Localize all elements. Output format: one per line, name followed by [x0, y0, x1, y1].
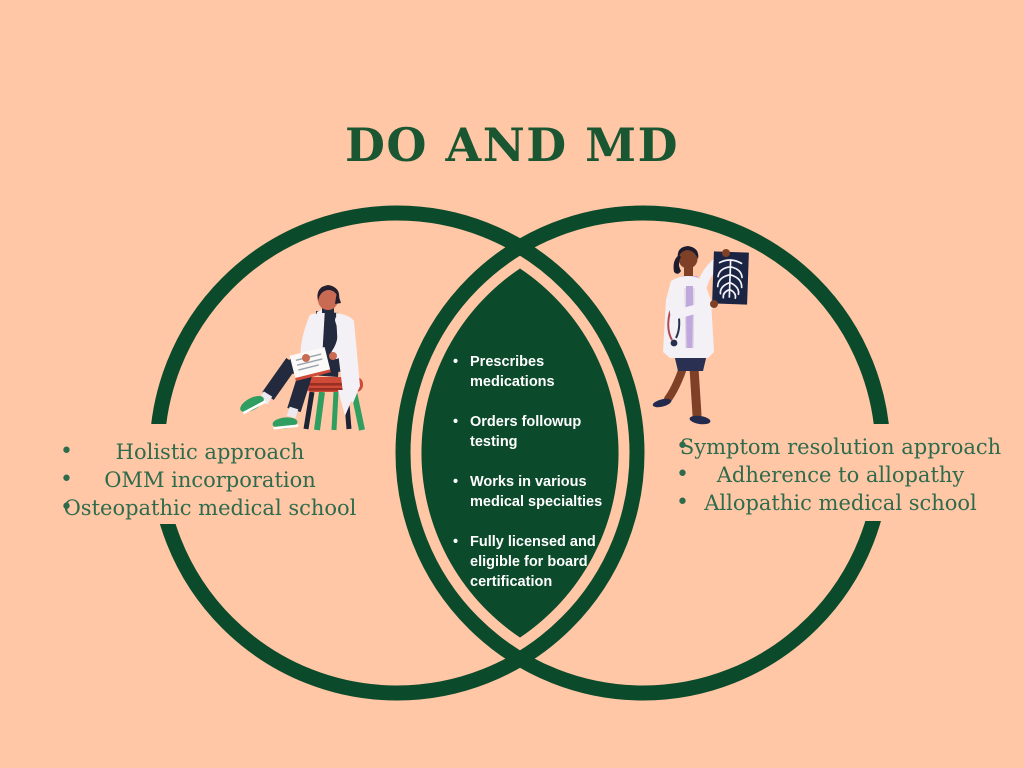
page-title: DO AND MD — [345, 118, 679, 172]
list-item: Fully licensed and eligible for board ce… — [449, 532, 609, 592]
list-item: Holistic approach — [52, 438, 368, 466]
list-item: Symptom resolution approach — [668, 433, 1013, 461]
list-item: Allopathic medical school — [668, 489, 1013, 517]
neck — [684, 267, 693, 276]
doctor-holding-xray-illustration — [652, 246, 749, 425]
doctor-seated-reading-illustration — [240, 285, 365, 431]
coat-lapel-lines — [684, 287, 695, 349]
ponytail — [673, 255, 681, 274]
inner-top-strip — [686, 286, 693, 348]
intersection-list: Prescribes medications Orders followup t… — [449, 352, 609, 612]
stethoscope-chestpiece — [670, 339, 678, 347]
xray-board — [712, 251, 749, 305]
flat-shoe — [652, 398, 672, 408]
left-circle-list: Holistic approach OMM incorporation Oste… — [52, 438, 368, 522]
hair — [335, 291, 341, 304]
green-shoe — [240, 395, 266, 415]
right-circle-list: Symptom resolution approach Adherence to… — [668, 433, 1013, 517]
clipboard-icon — [289, 347, 331, 381]
list-item: Adherence to allopathy — [668, 461, 1013, 489]
hand — [710, 300, 718, 308]
list-item: OMM incorporation — [52, 466, 368, 494]
sock — [258, 391, 273, 405]
list-item: Osteopathic medical school — [52, 494, 368, 522]
hand — [329, 352, 337, 360]
xray-ribcage-icon — [716, 259, 743, 300]
doctor-leg — [689, 363, 702, 420]
sock — [286, 406, 299, 419]
coat-sleeve — [331, 315, 348, 359]
doctor-head — [318, 290, 338, 310]
list-item: Orders followup testing — [449, 412, 609, 452]
hair — [677, 246, 699, 259]
list-item: Prescribes medications — [449, 352, 609, 392]
hand — [722, 249, 730, 257]
coat-lapel — [308, 308, 325, 360]
coat-sleeve — [667, 295, 715, 320]
doctor-head — [678, 249, 698, 269]
doctor-shin — [262, 357, 298, 401]
green-shoe — [272, 417, 299, 430]
doctor-leg — [664, 364, 687, 403]
hand — [302, 354, 310, 362]
list-item: Works in various medical specialties — [449, 472, 609, 512]
coat-sleeve — [300, 313, 320, 360]
flat-shoe — [689, 415, 711, 425]
hair — [317, 285, 340, 301]
